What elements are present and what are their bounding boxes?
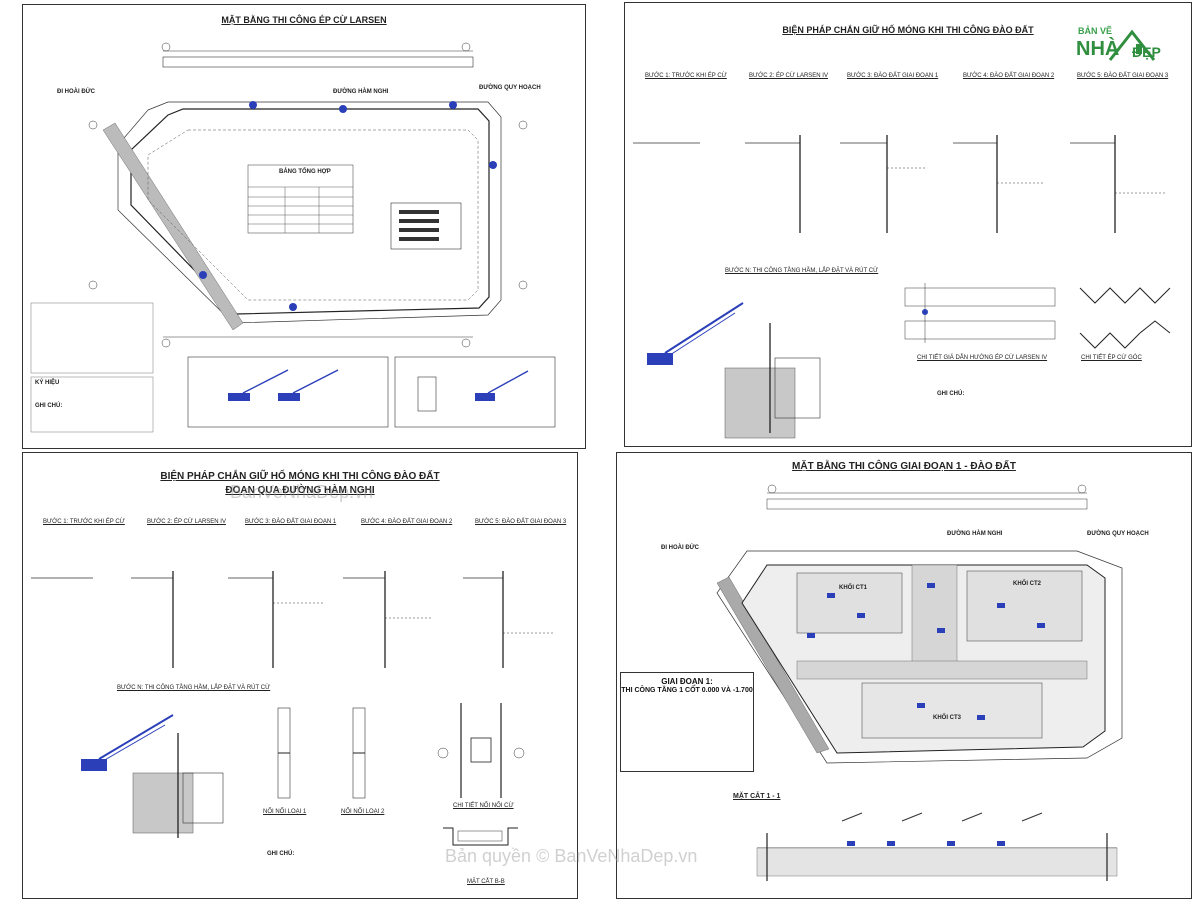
watermark-bottom: Bản quyền © BanVeNhaDep.vn — [445, 846, 698, 866]
watermark-top: BanVeNhaDep.vn — [230, 482, 374, 502]
s2-step-4: BƯỚC 4: ĐÀO ĐẤT GIAI ĐOẠN 2 — [963, 73, 1055, 79]
sheet1-title: MẶT BẰNG THI CÔNG ÉP CỪ LARSEN — [221, 15, 387, 25]
larsen-site-plan — [30, 42, 556, 433]
zone-ct3: KHỐI CT3 — [933, 715, 962, 721]
s2-step-5: BƯỚC 5: ĐÀO ĐẤT GIAI ĐOẠN 3 — [1077, 73, 1169, 79]
s3-step-4: BƯỚC 4: ĐÀO ĐẤT GIAI ĐOẠN 2 — [361, 519, 453, 525]
s3-step-1: BƯỚC 1: TRƯỚC KHI ÉP CỪ — [43, 519, 125, 525]
sheet2-title: BIỆN PHÁP CHẮN GIỮ HỐ MÓNG KHI THI CÔNG … — [782, 25, 1034, 35]
legend-title: KÝ HIỆU — [35, 380, 60, 386]
sheet-shoring-method: BIỆN PHÁP CHẮN GIỮ HỐ MÓNG KHI THI CÔNG … — [624, 2, 1192, 447]
s4-street-hoai-duc: ĐI HOÀI ĐỨC — [661, 545, 699, 551]
s2-detail-guide: CHI TIẾT GIÁ DẪN HƯỚNG ÉP CỪ LARSEN IV — [917, 355, 1048, 361]
stage1-title: GIAI ĐOẠN 1: — [661, 677, 713, 686]
sheet1-notes-title: GHI CHÚ: — [35, 403, 63, 409]
logo-line2: NHÀ — [1076, 38, 1120, 60]
s2-step-3: BƯỚC 3: ĐÀO ĐẤT GIAI ĐOẠN 1 — [847, 73, 939, 79]
s2-step-n: BƯỚC N: THI CÔNG TẦNG HẦM, LẮP ĐẶT VÀ RÚ… — [725, 268, 879, 274]
sheet4-title: MẶT BẰNG THI CÔNG GIAI ĐOẠN 1 - ĐÀO ĐẤT — [792, 461, 1016, 472]
stage1-info-box: GIAI ĐOẠN 1: THI CÔNG TẦNG 1 CỐT 0.000 V… — [620, 672, 754, 772]
sheet2-notes-title: GHI CHÚ: — [937, 391, 965, 397]
s3-joint-1: NỐI NỐI LOẠI 1 — [263, 809, 307, 815]
s3-step-n: BƯỚC N: THI CÔNG TẦNG HẦM, LẮP ĐẶT VÀ RÚ… — [117, 685, 271, 691]
s3-section-bb: MẶT CẮT B-B — [467, 879, 505, 885]
street-ham-nghi: ĐƯỜNG HÀM NGHI — [333, 89, 389, 95]
shoring-ham-nghi-drawing — [31, 571, 553, 846]
logo-line1: BẢN VẼ — [1078, 26, 1113, 36]
house-logo-icon — [1108, 29, 1156, 61]
street-quy-hoach: ĐƯỜNG QUY HOẠCH — [479, 85, 541, 91]
s3-step-3: BƯỚC 3: ĐÀO ĐẤT GIAI ĐOẠN 1 — [245, 519, 337, 525]
s4-street-quy-hoach: ĐƯỜNG QUY HOẠCH — [1087, 531, 1149, 537]
s2-detail-corner: CHI TIẾT ÉP CỪ GÓC — [1081, 355, 1142, 361]
stage1-subtitle: THI CÔNG TẦNG 1 CỐT 0.000 VÀ -1.700 — [621, 687, 753, 694]
shoring-steps-drawing — [633, 135, 1171, 439]
sheet-shoring-ham-nghi: BIỆN PHÁP CHẮN GIỮ HỐ MÓNG KHI THI CÔNG … — [22, 452, 578, 899]
logo-line3: ĐẸP — [1132, 44, 1161, 60]
s4-street-ham-nghi: ĐƯỜNG HÀM NGHI — [947, 531, 1003, 537]
zone-ct2: KHỐI CT2 — [1013, 581, 1042, 587]
s3-joint-2: NỐI NỐI LOẠI 2 — [341, 809, 385, 815]
sheet3-title: BIỆN PHÁP CHẮN GIỮ HỐ MÓNG KHI THI CÔNG … — [160, 471, 440, 482]
s2-step-2: BƯỚC 2: ÉP CỪ LARSEN IV — [749, 73, 828, 79]
s4-section-title: MẶT CẮT 1 - 1 — [733, 793, 781, 800]
summary-table-title: BẢNG TỔNG HỢP — [279, 169, 331, 175]
s3-step-2: BƯỚC 2: ÉP CỪ LARSEN IV — [147, 519, 226, 525]
zone-ct1: KHỐI CT1 — [839, 585, 868, 591]
sheet3-notes-title: GHI CHÚ: — [267, 851, 295, 857]
street-hoai-duc: ĐI HOÀI ĐỨC — [57, 89, 95, 95]
site-logo: BẢN VẼ NHÀ ĐẸP — [1070, 18, 1180, 78]
stage1-site-plan — [716, 484, 1123, 881]
s3-step-5: BƯỚC 5: ĐÀO ĐẤT GIAI ĐOẠN 3 — [475, 519, 567, 525]
s3-detail-joint: CHI TIẾT NỐI NỐI CỪ — [453, 803, 514, 809]
sheet-larsen-plan: MẶT BẰNG THI CÔNG ÉP CỪ LARSEN — [22, 4, 586, 449]
s2-step-1: BƯỚC 1: TRƯỚC KHI ÉP CỪ — [645, 73, 727, 79]
sheet3-subtitle: ĐOẠN QUA ĐƯỜNG HÀM NGHI — [225, 485, 375, 496]
